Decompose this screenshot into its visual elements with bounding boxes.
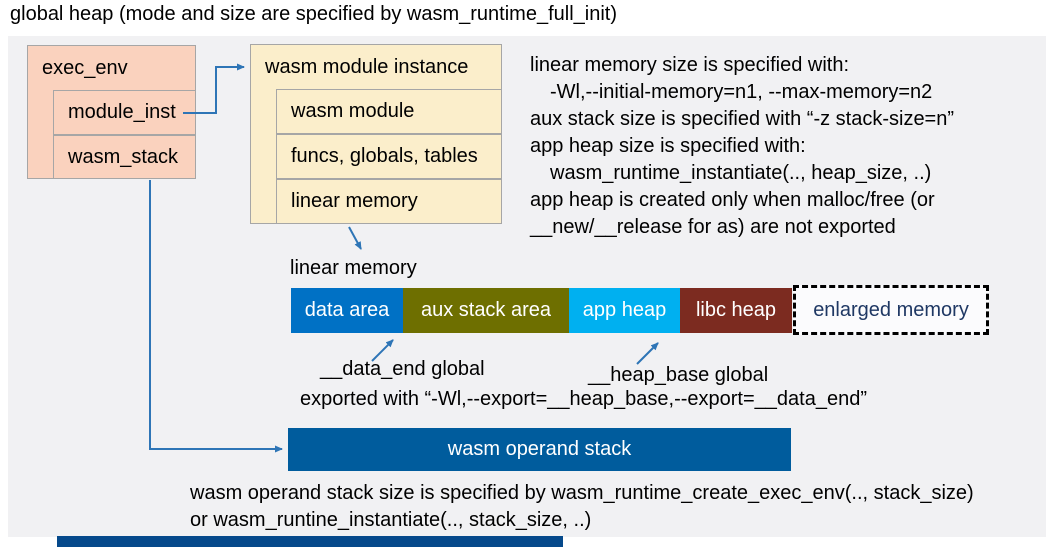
bottom-note-line-2: or wasm_runtine_instantiate(.., stack_si… bbox=[190, 509, 592, 531]
module-instance-row-funcs-globals-tables: funcs, globals, tables bbox=[276, 134, 502, 179]
segment-data-area: data area bbox=[291, 288, 403, 333]
diagram-title: global heap (mode and size are specified… bbox=[10, 3, 617, 25]
annotation-exported: exported with “-Wl,--export=__heap_base,… bbox=[300, 388, 867, 410]
notes-bottom: wasm operand stack size is specified by … bbox=[190, 480, 974, 534]
notes-top: linear memory size is specified with: -W… bbox=[530, 52, 954, 241]
module-instance-header: wasm module instance bbox=[265, 56, 469, 78]
module-instance-row-wasm-module: wasm module bbox=[276, 89, 502, 134]
exec-env-row-wasm-stack: wasm_stack bbox=[53, 135, 196, 179]
note-line-6: app heap is created only when malloc/fre… bbox=[530, 189, 935, 211]
segment-app-heap: app heap bbox=[569, 288, 680, 333]
linear-memory-label: linear memory bbox=[290, 257, 417, 279]
note-line-5: wasm_runtime_instantiate(.., heap_size, … bbox=[550, 162, 932, 184]
segment-libc-heap: libc heap bbox=[680, 288, 792, 333]
exec-env-row-module-inst: module_inst bbox=[53, 90, 196, 135]
annotation-data-end: __data_end global bbox=[320, 358, 485, 380]
exec-env-header: exec_env bbox=[42, 57, 128, 79]
note-line-3: aux stack size is specified with “-z sta… bbox=[530, 108, 955, 130]
note-line-2: -Wl,--initial-memory=n1, --max-memory=n2 bbox=[550, 81, 933, 103]
segment-aux-stack-area: aux stack area bbox=[403, 288, 569, 333]
enlarged-memory-box: enlarged memory bbox=[793, 285, 989, 335]
bottom-partial-bar bbox=[57, 536, 563, 547]
note-line-7: __new/__release for as) are not exported bbox=[530, 216, 896, 238]
note-line-1: linear memory size is specified with: bbox=[530, 54, 849, 76]
operand-stack-bar: wasm operand stack bbox=[288, 428, 791, 471]
note-line-4: app heap size is specified with: bbox=[530, 135, 806, 157]
annotation-heap-base: __heap_base global bbox=[588, 364, 769, 386]
module-instance-row-linear-memory: linear memory bbox=[276, 179, 502, 224]
bottom-note-line-1: wasm operand stack size is specified by … bbox=[190, 482, 974, 504]
